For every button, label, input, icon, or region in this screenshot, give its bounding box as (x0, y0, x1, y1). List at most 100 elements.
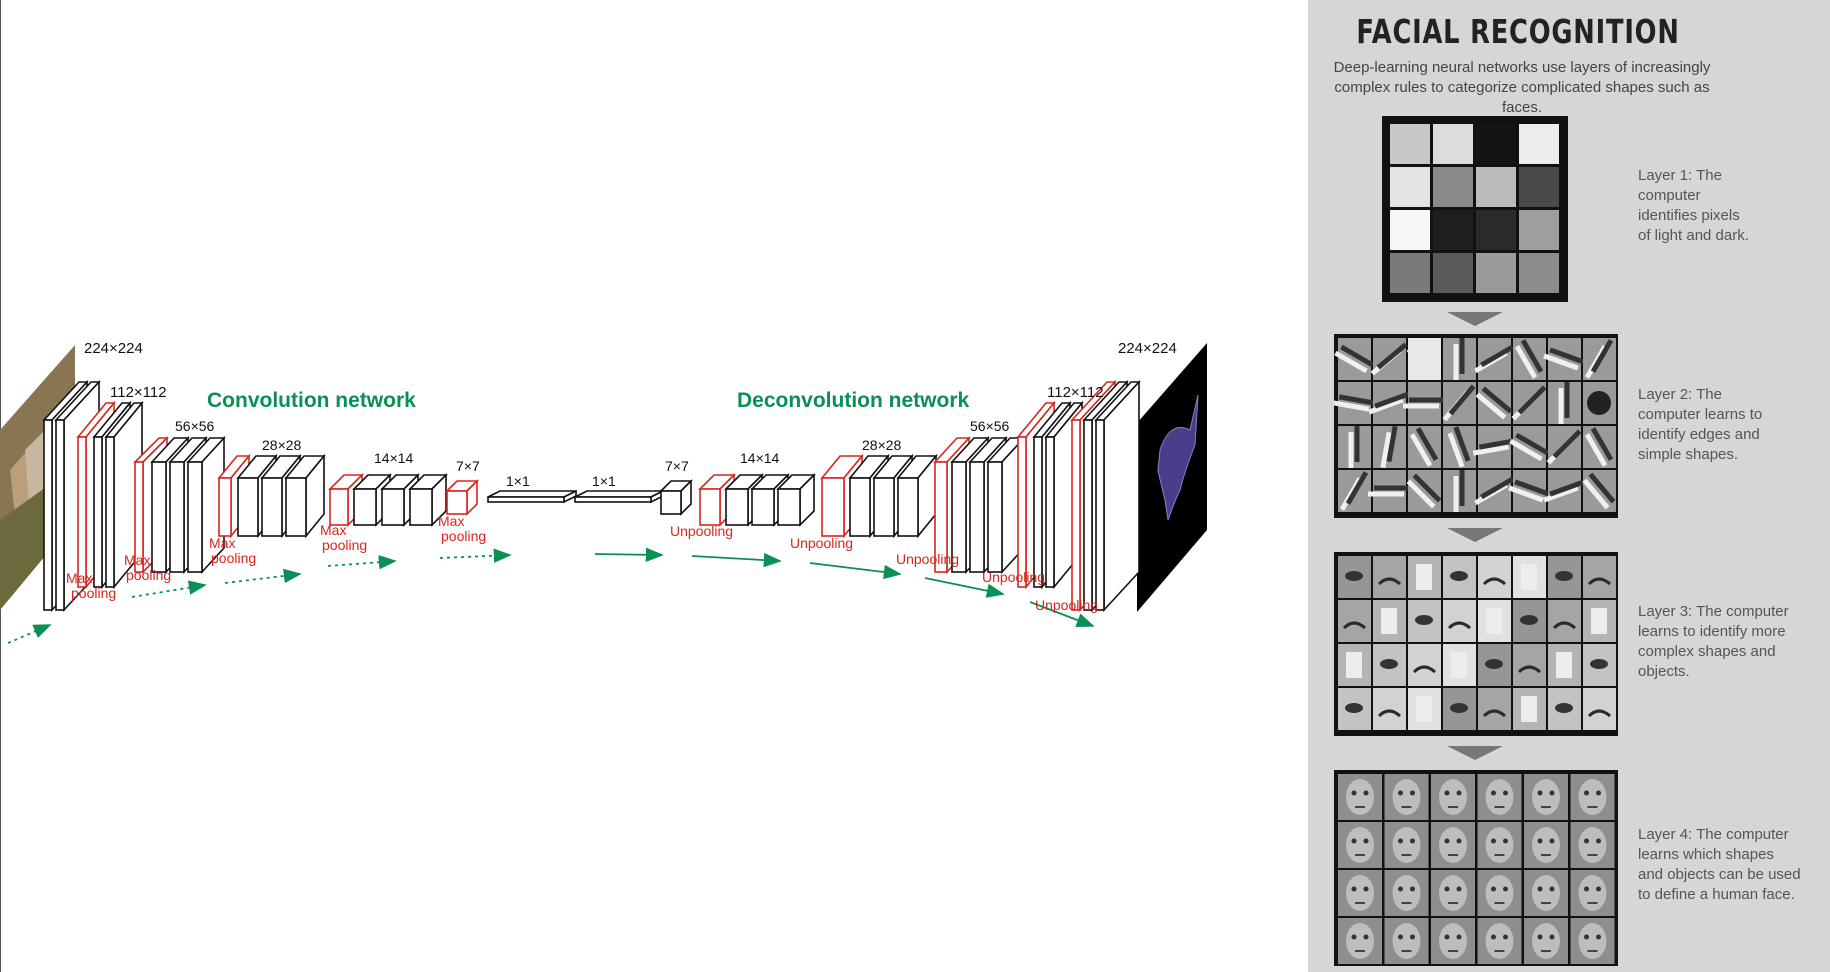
edge-filter-cell (1443, 338, 1476, 380)
face-cell (1524, 918, 1568, 964)
feature-cell (1583, 644, 1616, 686)
size-label-1-a: 1×1 (506, 473, 530, 489)
feature-cell (1478, 644, 1511, 686)
size-label-7-left: 7×7 (456, 458, 480, 474)
pixel-cell (1476, 167, 1516, 207)
layer-4-image (1334, 770, 1618, 966)
edge-filter-cell (1334, 338, 1374, 380)
size-label-224-left: 224×224 (84, 340, 143, 357)
output-mask (1137, 343, 1207, 612)
face-cell (1384, 774, 1429, 820)
feature-cell (1408, 644, 1441, 686)
layer-2-caption: Layer 2: The computer learns to identify… (1638, 386, 1763, 463)
face-cell (1570, 918, 1615, 964)
edge-filter-cell (1403, 382, 1445, 424)
size-label-28-left: 28×28 (262, 437, 302, 453)
flow-arrow (691, 552, 782, 568)
unpooling-label: Unpooling (790, 535, 853, 551)
face-cell (1338, 822, 1382, 868)
feature-cell (1338, 644, 1371, 686)
edge-filter-cell (1582, 470, 1616, 512)
size-label-112-left: 112×112 (110, 384, 167, 401)
edge-filter-cell (1443, 470, 1476, 512)
edge-filter-cell (1474, 338, 1514, 380)
pixel-grid-figure (1390, 124, 1559, 293)
pixel-cell (1390, 253, 1430, 293)
feature-cell (1408, 556, 1441, 598)
pixel-cell (1519, 167, 1559, 207)
unpooling-label: Unpooling (1035, 597, 1098, 613)
edge-filter-cell (1474, 470, 1514, 512)
face-cell (1431, 870, 1475, 916)
pixel-cell (1390, 210, 1430, 250)
face-cell (1524, 822, 1568, 868)
face-cell (1477, 918, 1522, 964)
face-cell (1570, 822, 1615, 868)
face-cell (1431, 918, 1475, 964)
edge-filter-cell (1338, 426, 1371, 468)
feature-map-block (186, 435, 226, 575)
unpooling-labels: Unpooling Unpooling Unpooling Unpooling … (670, 523, 1098, 613)
feature-cell (1373, 600, 1406, 642)
edge-filter-cell (1509, 426, 1549, 468)
feature-cell (1583, 600, 1616, 642)
feature-cell (1408, 688, 1441, 730)
pixel-cell (1433, 253, 1473, 293)
edge-filter-cell (1406, 470, 1442, 512)
flow-arrow (809, 562, 902, 580)
layer-1-caption: Layer 1: The computer identifies pixels … (1638, 167, 1749, 244)
facial-parts-figure (1338, 556, 1616, 730)
feature-map-block (776, 473, 816, 527)
feature-cell (1548, 688, 1581, 730)
feature-cell (1373, 644, 1406, 686)
face-cell (1431, 822, 1475, 868)
feature-map-block (408, 473, 448, 527)
arrow-down-icon (1447, 528, 1503, 542)
edge-filter-cell (1583, 426, 1616, 468)
feature-cell (1583, 556, 1616, 598)
edge-filter-cell (1472, 426, 1516, 468)
unpooling-label: Unpooling (896, 551, 959, 567)
feature-cell (1338, 600, 1371, 642)
feature-cell (1478, 688, 1511, 730)
edge-filter-cell (1368, 382, 1410, 424)
layer-4-caption: Layer 4: The computer learns which shape… (1638, 826, 1801, 903)
edge-filter-cell (1332, 382, 1376, 424)
facial-recognition-panel: FACIAL RECOGNITION Deep-learning neural … (1308, 0, 1830, 972)
feature-map-block (284, 453, 326, 539)
feature-cell (1478, 556, 1511, 598)
size-label-14-left: 14×14 (374, 450, 414, 466)
face-cell (1384, 918, 1429, 964)
feature-cell (1513, 688, 1546, 730)
edge-filter-cell (1368, 470, 1410, 512)
feature-cell (1443, 644, 1476, 686)
size-label-56-left: 56×56 (175, 418, 215, 434)
conv-network-title: Convolution network (207, 389, 416, 412)
unpooling-label: Unpooling (982, 569, 1045, 585)
edge-filter-cell (1475, 382, 1513, 424)
face-cell (1524, 774, 1568, 820)
pixel-cell (1433, 167, 1473, 207)
feature-map-block (487, 489, 577, 504)
face-cell (1477, 774, 1522, 820)
edge-filter-cell (1511, 382, 1547, 424)
arrow-down-icon (1447, 746, 1503, 760)
feature-cell (1373, 556, 1406, 598)
pixel-cell (1476, 253, 1516, 293)
edge-filter-cell (1513, 338, 1546, 380)
unpooling-label: Unpooling (670, 523, 733, 539)
feature-cell (1548, 556, 1581, 598)
faces-figure (1338, 774, 1615, 964)
edge-filter-cell (1508, 470, 1550, 512)
pixel-cell (1390, 124, 1430, 164)
pixel-cell (1519, 210, 1559, 250)
feature-cell (1443, 688, 1476, 730)
flow-arrow (924, 577, 1005, 598)
feature-cell (1443, 556, 1476, 598)
size-label-56-right: 56×56 (970, 418, 1010, 434)
face-cell (1477, 870, 1522, 916)
panel-title: FACIAL RECOGNITION (1356, 12, 1680, 51)
arrow-down-icon (1447, 312, 1503, 326)
